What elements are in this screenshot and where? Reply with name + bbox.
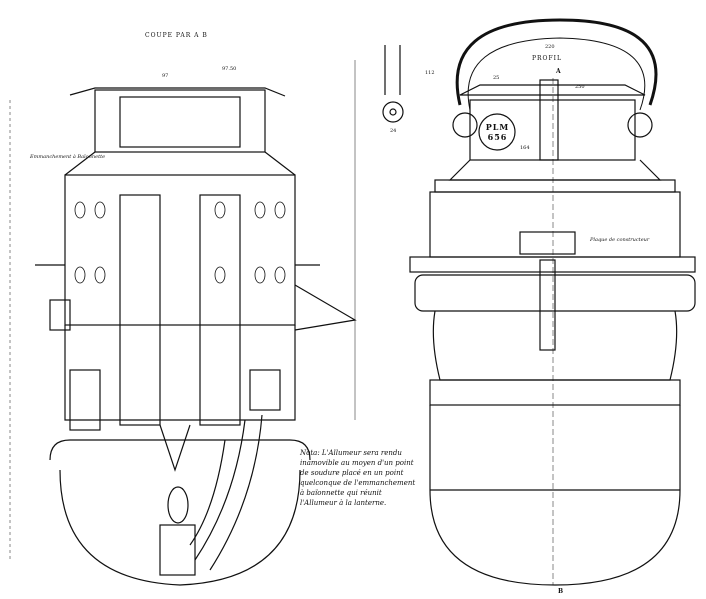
bayonet-label: Emmanchement à Baïonnette <box>30 154 106 160</box>
dim-base: 164 <box>520 145 530 151</box>
dim-slant: 250 <box>575 84 585 90</box>
section-mark-a: A <box>556 68 562 75</box>
plate-line1: PLM <box>485 122 510 132</box>
plate-line2: 656 <box>487 132 508 142</box>
dim-handle-height: 112 <box>425 70 435 76</box>
note-text: Nota: L'Allumeur sera rendu inamovible a… <box>300 449 416 507</box>
dim-left-top: 97 <box>162 73 169 79</box>
section-mark-b: B <box>558 588 565 595</box>
dim-detail: 24 <box>390 128 397 134</box>
dim-top-width: 220 <box>545 44 555 50</box>
dim-handle-r: 25 <box>493 75 500 81</box>
section-title: COUPE PAR A B <box>145 32 208 39</box>
section-view <box>9 60 357 586</box>
maker-plate-label: Plaque de constructeur <box>590 237 650 243</box>
profile-title: PROFIL <box>532 55 562 62</box>
profile-view <box>409 18 696 586</box>
dim-left-top2: 97.50 <box>222 66 237 72</box>
hinge-detail <box>382 45 404 123</box>
